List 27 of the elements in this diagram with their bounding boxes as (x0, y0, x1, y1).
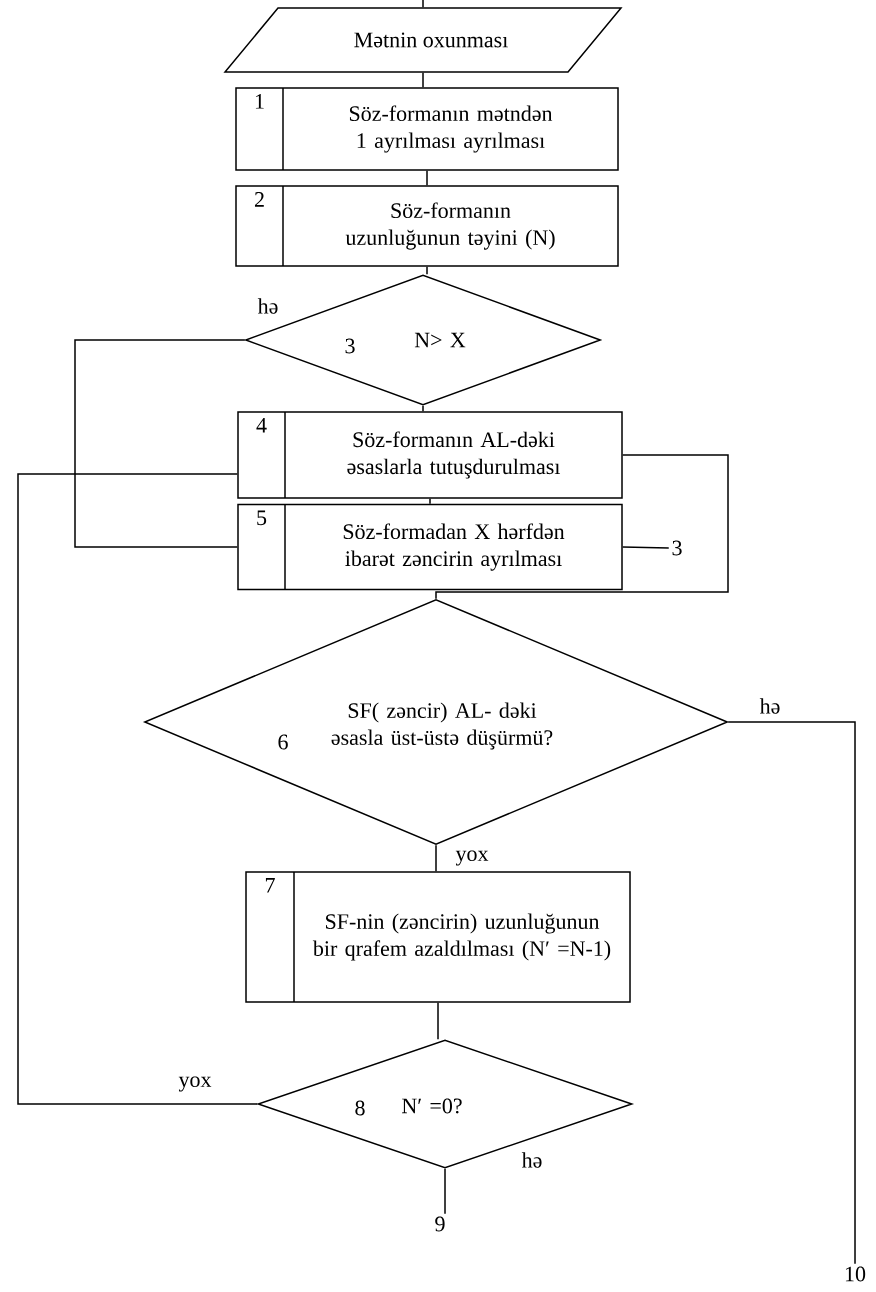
connector-line (444, 1168, 446, 1215)
process-box: 7 SF-nin (zəncirin) uzunluğunun bir qrafem azaldılması (N′ =N-1) (245, 871, 631, 1003)
connector-line (426, 170, 428, 186)
connector-line (426, 266, 428, 275)
connector-line (74, 339, 246, 548)
connector-line (422, 405, 424, 412)
connector-label: 10 (845, 1266, 866, 1282)
connector-line (17, 473, 258, 1105)
connector-line (435, 454, 729, 600)
connector-line (622, 546, 670, 549)
process-box: 1 Söz-formanın mətndən 1 ayrılması ayrılması (235, 87, 619, 171)
process-box: 4 Söz-formanın AL-dəki əsaslarla tutuşdurulması (237, 411, 623, 499)
process-box: 5 Söz-formadan X hərfdən ibarət zəncirin ayrılması (237, 503, 623, 591)
process-box: 2 Söz-formanın uzunluğunun təyini (N) (235, 185, 619, 267)
edge-label: hə (256, 297, 280, 315)
edge-label: hə (758, 697, 782, 715)
connector-label: 9 (435, 1216, 445, 1232)
connector-line (437, 1002, 439, 1040)
connector-line (429, 498, 431, 505)
connector-label: 3 (672, 540, 682, 556)
connector-line (435, 844, 437, 872)
edge-label: yox (454, 849, 490, 867)
connector-line (422, 0, 424, 8)
edge-label: yox (177, 1075, 213, 1093)
connector-line (727, 721, 856, 1265)
edge-label: hə (520, 1151, 544, 1169)
connector-line (422, 72, 424, 88)
